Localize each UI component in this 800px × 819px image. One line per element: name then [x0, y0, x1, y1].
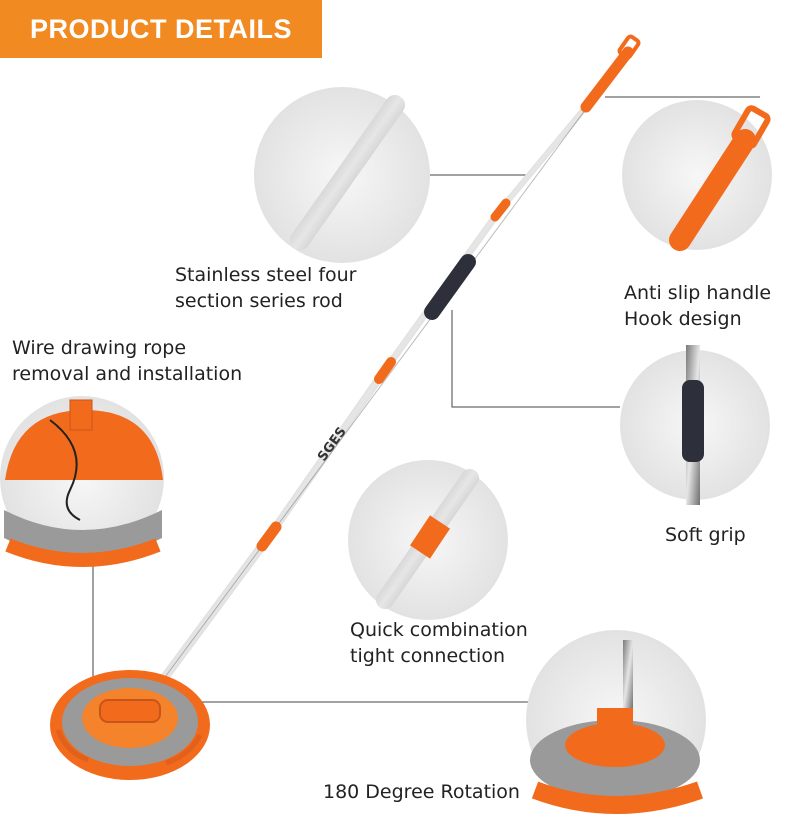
- feature-grip-line1: Soft grip: [665, 524, 746, 546]
- feature-rope-line1: Wire drawing rope: [12, 337, 187, 359]
- detail-circle-rotation: [526, 630, 706, 814]
- detail-circle-combo: [348, 460, 508, 620]
- feature-rod-label: Stainless steel four section series rod: [175, 262, 357, 314]
- detail-circle-rope: [0, 396, 164, 567]
- detail-circle-hook: [622, 100, 772, 251]
- feature-rotation-label: 180 Degree Rotation: [323, 779, 520, 805]
- feature-combo-line1: Quick combination: [350, 619, 528, 641]
- feature-rope-label: Wire drawing rope removal and installati…: [12, 335, 242, 387]
- banner-title: PRODUCT DETAILS: [30, 14, 292, 44]
- grip-callout-line: [451, 310, 620, 408]
- detail-circle-rod: [254, 87, 430, 263]
- feature-rod-line1: Stainless steel four: [175, 264, 357, 286]
- mop-head-image: [50, 670, 210, 780]
- brand-mark: SGES: [315, 425, 350, 465]
- feature-hook-line2: Hook design: [624, 308, 742, 330]
- feature-rod-line2: section series rod: [175, 290, 343, 312]
- feature-hook-label: Anti slip handle Hook design: [624, 280, 771, 332]
- feature-rope-line2: removal and installation: [12, 363, 243, 385]
- feature-combo-label: Quick combination tight connection: [350, 617, 528, 669]
- feature-combo-line2: tight connection: [350, 645, 506, 667]
- feature-hook-line1: Anti slip handle: [624, 282, 772, 304]
- feature-grip-label: Soft grip: [665, 522, 746, 548]
- feature-rotation-line1: 180 Degree Rotation: [323, 781, 520, 803]
- product-details-banner: PRODUCT DETAILS: [0, 0, 322, 58]
- detail-circle-grip: [620, 345, 770, 505]
